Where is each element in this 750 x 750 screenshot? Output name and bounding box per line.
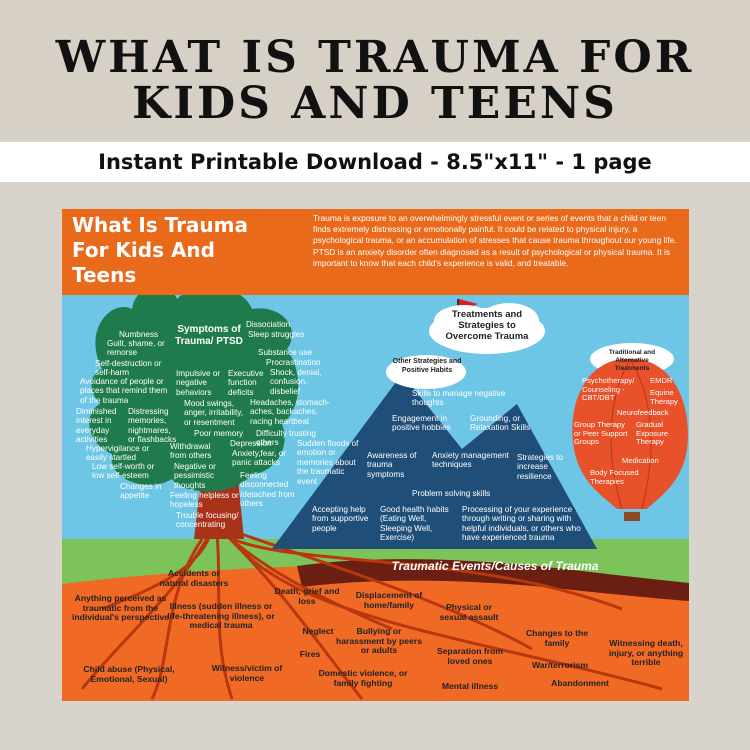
symptom-item: Withdrawal from others — [170, 442, 212, 461]
cause-item: Physical or sexual assault — [439, 602, 499, 622]
symptom-item: Poor memory — [194, 429, 244, 438]
treatment-item: EMDR — [650, 376, 673, 385]
balloon-basket — [624, 512, 640, 521]
cause-item: Anything perceived as traumatic from the… — [71, 593, 170, 623]
symptom-item: Executive function deficits — [228, 369, 264, 397]
symptom-item: Negative or pessimistic thoughts — [174, 462, 216, 490]
symptom-item: Feeling disconnected /detached from othe… — [240, 471, 295, 509]
cause-item: Child abuse (Physical, Emotional, Sexual… — [83, 664, 175, 684]
symptom-item: Headaches, stomach-aches, backaches, rac… — [250, 398, 330, 426]
symptom-item: Feeling helpless or hopeless — [170, 491, 239, 510]
strategy-item: Grounding, or Relaxation Skills — [470, 414, 531, 433]
cause-item: Changes to the family — [525, 628, 589, 648]
strategy-item: Skills to manage negative thoughts — [412, 389, 506, 408]
treatment-item: Body Focused Therapies — [590, 468, 639, 486]
symptom-item: Hypervigilance or easily startled — [86, 444, 150, 463]
symptom-item: Diminished interest in everyday activiti… — [76, 407, 117, 445]
poster-title: What Is Trauma For Kids And Teens — [72, 213, 249, 287]
poster-title-band: What Is Trauma For Kids And Teens Trauma… — [62, 209, 689, 295]
poster-description: Trauma is exposure to an overwhelmingly … — [313, 213, 677, 268]
listing-title-line1: WHAT IS TRAUMA FOR — [55, 32, 695, 83]
mountain-title: Other Strategies and Positive Habits — [392, 358, 462, 374]
strategy-item: Accepting help from supportive people — [312, 505, 369, 533]
symptom-item: Mood swings, anger, irritability, or res… — [184, 399, 244, 427]
strategy-item: Engagement in positive hobbies — [392, 414, 451, 433]
cause-item: Mental illness — [441, 681, 499, 691]
tree-canopy — [89, 286, 299, 492]
balloon-title: Traditional and Alternative Treatments — [608, 349, 656, 372]
mountain — [272, 374, 597, 549]
strategy-item: Processing of your experience through wr… — [462, 505, 581, 543]
tree-roots — [80, 527, 663, 700]
strategies-cloud — [386, 355, 466, 389]
treatment-item: Neurofeedback — [617, 408, 669, 417]
symptom-item: Impulsive or negative behaviors — [176, 369, 221, 397]
treatment-item: Gradual Exposure Therapy — [636, 420, 669, 447]
symptom-item: Trouble focusing/ concentrating — [176, 511, 239, 530]
symptom-item: Depression — [230, 439, 272, 448]
listing-title-line2: KIDS AND TEENS — [132, 78, 618, 129]
treatment-item: Equine Therapy — [650, 388, 678, 406]
cause-item: War/terrorism — [531, 660, 589, 670]
cause-item: Death, grief and loss — [274, 586, 340, 606]
symptom-item: Numbness — [119, 330, 159, 339]
treatments-title: Treatments and Strategies to Overcome Tr… — [445, 309, 529, 342]
cause-item: Fires — [299, 649, 321, 659]
cause-item: Neglect — [302, 626, 334, 636]
symptoms-title: Symptoms of Trauma/ PTSD — [175, 324, 243, 347]
treatment-item: Medication — [622, 456, 659, 465]
cause-item: Accidents or natural disasters — [159, 568, 229, 588]
treatments-cloud-puff — [479, 303, 539, 339]
treatment-item: Group Therapy or Peer Support Groups — [574, 420, 628, 447]
symptom-item: Avoidance of people or places that remin… — [80, 377, 168, 405]
symptom-item: Anxiety,fear, or panic attacks — [232, 449, 287, 468]
strategy-item: Problem solving skills — [412, 489, 491, 498]
cause-item: Displacement of home/family — [355, 590, 423, 610]
strategy-item: Strategies to increase resilience — [517, 453, 563, 481]
symptom-item: Sudden floods of emotion or memories abo… — [297, 439, 359, 486]
strategy-item: Anxiety management techniques — [432, 451, 509, 470]
symptom-item: Guilt, shame, or remorse — [107, 339, 165, 358]
strategy-item: Good health habits (Eating Well, Sleepin… — [380, 505, 449, 543]
symptom-item: Shock, denial, confusion, disbelief — [270, 368, 322, 396]
strategy-item: Awareness of trauma symptoms — [367, 451, 417, 479]
poster-artwork — [62, 286, 689, 701]
cause-item: Witness/victim of violence — [211, 663, 283, 683]
causes-title: Traumatic Events/Causes of Trauma — [391, 559, 599, 573]
symptom-item: Sleep struggles — [248, 330, 305, 339]
treatment-item: Psychotherapy/ Counseling - CBT/DBT — [582, 376, 635, 403]
symptom-item: Difficulty trusting others — [256, 429, 316, 448]
cause-item: Witnessing death, injury, or anything te… — [608, 638, 684, 668]
listing-subtitle: Instant Printable Download - 8.5"x11" - … — [0, 142, 750, 182]
hot-air-balloon — [572, 359, 688, 509]
cause-item: Separation from loved ones — [437, 646, 503, 666]
symptom-item: Substance use — [258, 348, 313, 357]
poster: What Is Trauma For Kids And Teens Trauma… — [62, 209, 689, 701]
symptom-item: Self-destruction or self-harm — [95, 359, 162, 378]
balloon-stripes — [610, 358, 652, 510]
symptom-item: Low self-worth or low self-esteem — [92, 462, 155, 481]
symptom-item: Dissociation — [246, 320, 291, 329]
cause-item: Bullying or harassment by peers or adult… — [336, 626, 422, 656]
listing-header: WHAT IS TRAUMA FOR KIDS AND TEENS — [0, 0, 750, 140]
treatments-cloud-puff — [434, 305, 494, 337]
symptom-item: Procrastination — [266, 358, 321, 367]
symptom-item: Changes in appetite — [120, 482, 162, 501]
cause-item: Illness (sudden illness or life-threaten… — [167, 601, 275, 631]
causes-banner — [297, 559, 689, 601]
cause-item: Abandonment — [551, 678, 609, 688]
symptom-item: Distressing memories, nightmares, or fla… — [128, 407, 177, 445]
cause-item: Domestic violence, or family fighting — [318, 668, 408, 688]
